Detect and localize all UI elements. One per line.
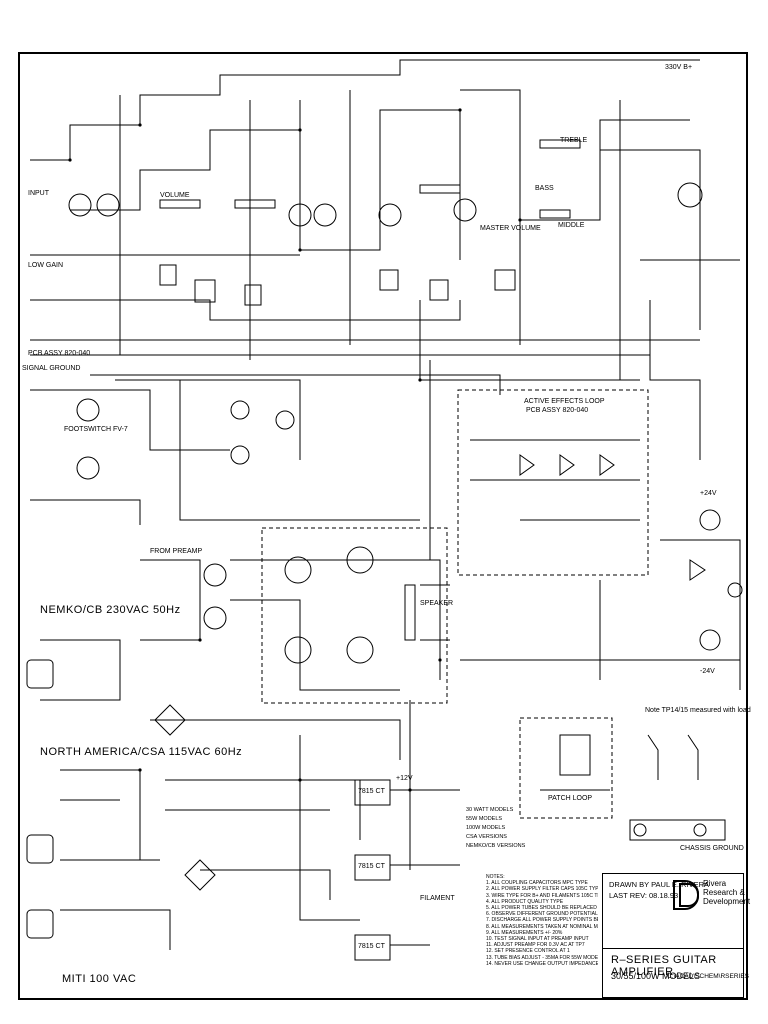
title-divider [603, 948, 743, 949]
low-gain-label: LOW GAIN [28, 262, 64, 269]
drawing-models: 30/55/100W MODELS [611, 971, 701, 981]
input-label: INPUT [28, 190, 49, 197]
speaker-label: SPEAKER [420, 600, 454, 607]
pcb-main-label: PCB ASSY 820-040 [28, 350, 91, 357]
title-block: DRAWN BY PAUL E. RIVERA LAST REV: 08.18.… [602, 873, 751, 998]
v24-label: +24V [700, 490, 717, 497]
model-legend: 30 WATT MODELS 55W MODELS 100W MODELS CS… [466, 806, 525, 851]
last-revision: LAST REV: 08.18.93 [609, 891, 679, 900]
note-line: 7. DISCHARGE ALL POWER SUPPLY POINTS BEF… [486, 917, 598, 924]
filament-label: FILAMENT [420, 895, 455, 902]
master-volume-label: MASTER VOLUME [480, 225, 541, 232]
regulator-1: 7815 CT [358, 788, 385, 795]
from-preamp-label: FROM PREAMP [150, 548, 203, 555]
volume-label: VOLUME [160, 192, 190, 199]
nemko-power-label: NEMKO/CB 230VAC 50Hz [40, 604, 181, 616]
footswitch-label: FOOTSWITCH FV-7 [64, 426, 128, 433]
regulator-2: 7815 CT [358, 863, 385, 870]
schematic-border [18, 52, 748, 1000]
miti-power-label: MITI 100 VAC [62, 973, 137, 985]
note-line: 4. ALL PRODUCT QUALITY TYPE [486, 898, 564, 905]
v12-label: +12V [396, 775, 413, 782]
note-line: 11. ADJUST PREAMP FOR 0.3V AC AT TP7 [486, 942, 585, 949]
treble-label: TREBLE [560, 137, 588, 144]
note-line: 9. ALL MEASUREMENTS +/- 20% [486, 929, 563, 936]
note-line: 3. WIRE TYPE FOR B+ AND FILAMENTS 105C T… [486, 892, 598, 899]
drawing-file: C:\ACAD\SCHEM\RSERIES [667, 973, 749, 980]
note-line: 5. ALL POWER TUBES SHOULD BE REPLACED IN… [486, 905, 598, 912]
note-line: 2. ALL POWER SUPPLY FILTER CAPS 105C TYP… [486, 886, 598, 893]
regulator-3: 7815 CT [358, 943, 385, 950]
legend-item: NEMKO/CB VERSIONS [466, 843, 526, 849]
rivera-logo-inner-icon [679, 883, 699, 907]
north-america-power-label: NORTH AMERICA/CSA 115VAC 60Hz [40, 746, 243, 758]
vneg24-label: -24V [700, 668, 715, 675]
legend-item: CSA VERSIONS [466, 834, 507, 840]
note-line: NOTES: [486, 874, 505, 880]
legend-item: 100W MODELS [466, 825, 506, 831]
note-tp-label: Note TP14/15 measured with load [645, 707, 751, 714]
bass-label: BASS [535, 185, 554, 192]
drawing-title: R–SERIES GUITAR AMPLIFIER [611, 954, 717, 978]
company-name: Rivera Research & Development [703, 879, 751, 906]
effects-pcb-label: PCB ASSY 820-040 [526, 407, 589, 414]
notes-block: NOTES: 1. ALL COUPLING CAPACITORS MPC TY… [486, 874, 598, 967]
note-line: 14. NEVER USE CHANGE OUTPUT IMPEDANCE WH… [486, 960, 598, 967]
note-line: 12. SET PRESENCE CONTROL AT 1 [486, 948, 570, 955]
patch-loop-label: PATCH LOOP [548, 795, 593, 802]
note-line: 10. TEST SIGNAL INPUT AT PREAMP INPUT [486, 936, 589, 943]
legend-item: 55W MODELS [466, 816, 503, 822]
note-line: 8. ALL MEASUREMENTS TAKEN AT NOMINAL MAI… [486, 923, 598, 930]
b-plus-label: 330V B+ [665, 64, 693, 71]
signal-ground-label: SIGNAL GROUND [22, 365, 81, 372]
legend-item: 30 WATT MODELS [466, 807, 514, 813]
drawn-by: DRAWN BY PAUL E. RIVERA [609, 880, 710, 889]
note-line: 13. TUBE BIAS ADJUST - 35MA FOR 55W MODE… [486, 954, 598, 961]
note-line: 1. ALL COUPLING CAPACITORS MPC TYPE [486, 880, 588, 887]
effects-loop-label: ACTIVE EFFECTS LOOP [524, 398, 605, 405]
chassis-ground-label: CHASSIS GROUND [680, 845, 744, 852]
middle-label: MIDDLE [558, 222, 585, 229]
note-line: 6. OBSERVE DIFFERENT GROUND POTENTIALS [486, 911, 598, 918]
